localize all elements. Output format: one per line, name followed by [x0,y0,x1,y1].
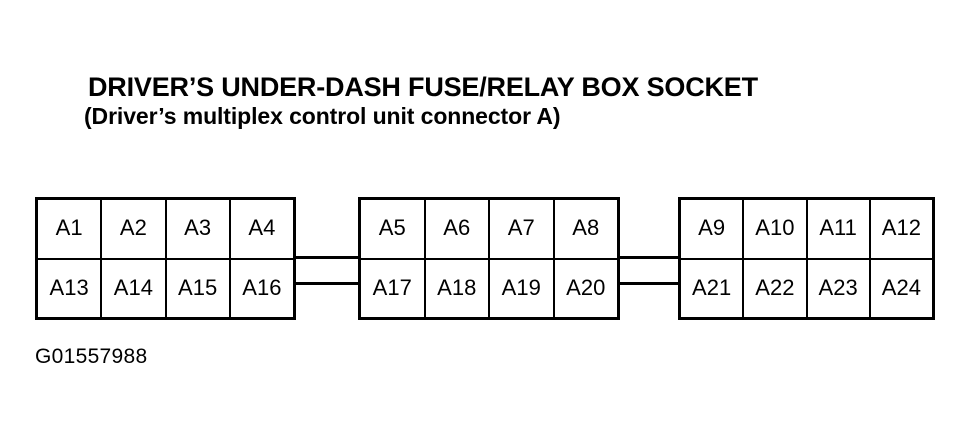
page-subtitle: (Driver’s multiplex control unit connect… [84,103,561,129]
pin-row-top: A1 A2 A3 A4 [38,200,293,260]
connector-block-2: A5 A6 A7 A8 A17 A18 A19 A20 [358,197,620,320]
pin-cell[interactable]: A16 [242,274,282,300]
pin-row-bottom: A21 A22 A23 A24 [681,259,932,317]
pin-cell[interactable]: A24 [881,274,921,300]
connector-block-3: A9 A10 A11 A12 A21 A22 A23 A24 [678,197,935,320]
connector-tab-left [290,256,364,285]
pin-cell[interactable]: A17 [361,259,426,317]
pin-cell[interactable]: A7 [490,200,555,258]
pin-cell[interactable]: A15 [167,259,231,317]
connector-block-1: A1 A2 A3 A4 A13 A14 A15 A16 [35,197,296,320]
pin-cell[interactable]: A14 [102,259,167,317]
pin-cell[interactable]: A5 [361,200,426,258]
pin-cell[interactable]: A2 [102,200,167,258]
connector-tab-right [614,256,684,285]
pin-cell[interactable]: A12 [881,215,921,241]
pin-cell[interactable]: A6 [426,200,490,258]
pin-cell[interactable]: A23 [808,259,871,317]
pin-cell[interactable]: A13 [38,259,103,317]
pin-row-top: A9 A10 A11 A12 [681,200,932,260]
pin-cell[interactable]: A11 [808,200,871,258]
pin-cell[interactable]: A1 [38,200,103,258]
page-title: DRIVER’S UNDER-DASH FUSE/RELAY BOX SOCKE… [88,72,758,102]
pin-cell[interactable]: A19 [490,259,555,317]
pin-cell[interactable]: A8 [572,215,600,241]
pin-cell[interactable]: A3 [167,200,231,258]
pin-cell[interactable]: A4 [248,215,276,241]
pin-cell[interactable]: A22 [744,259,808,317]
pin-cell[interactable]: A20 [566,274,606,300]
pin-cell[interactable]: A18 [426,259,490,317]
pin-row-bottom: A17 A18 A19 A20 [361,259,617,317]
pin-row-top: A5 A6 A7 A8 [361,200,617,260]
pin-cell[interactable]: A21 [681,259,745,317]
pin-cell[interactable]: A9 [681,200,745,258]
pin-row-bottom: A13 A14 A15 A16 [38,259,293,317]
title-block: DRIVER’S UNDER-DASH FUSE/RELAY BOX SOCKE… [84,72,948,130]
figure-caption: G01557988 [35,345,148,368]
pin-cell[interactable]: A10 [744,200,808,258]
